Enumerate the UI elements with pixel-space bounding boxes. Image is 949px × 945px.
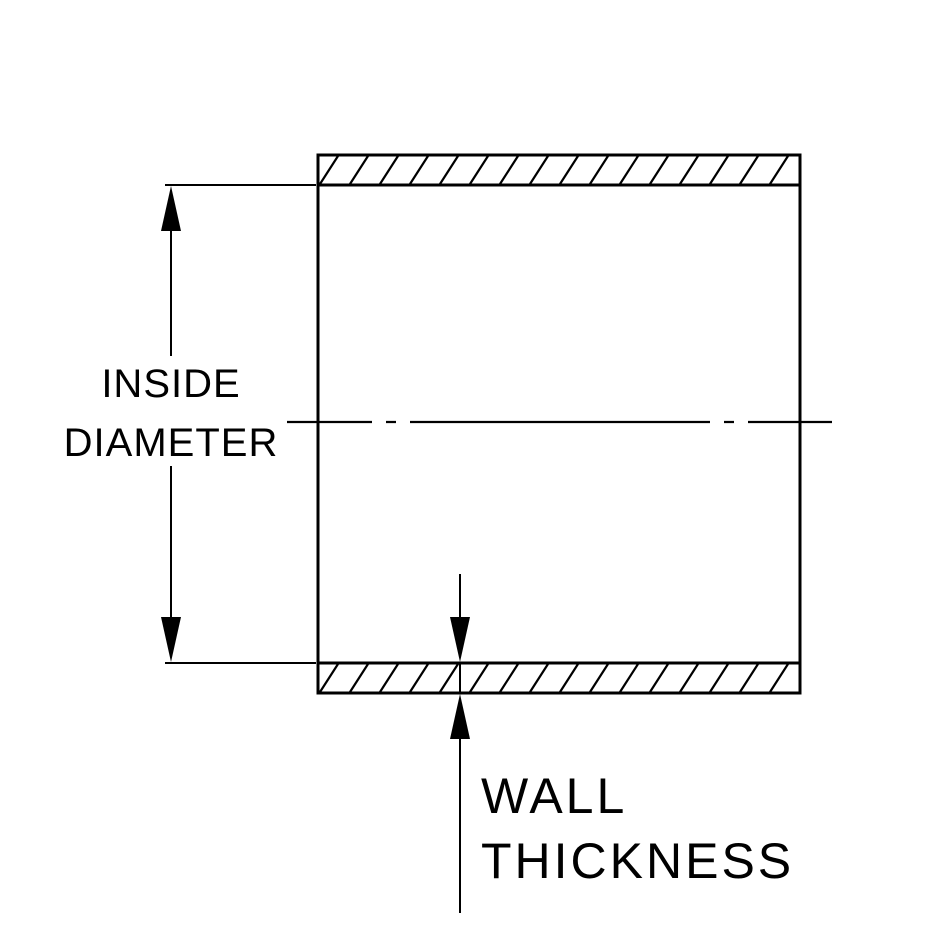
- wall-thickness-dimension: WALL THICKNESS: [450, 574, 794, 913]
- inside-diameter-label-line2: DIAMETER: [64, 421, 279, 465]
- arrow-up-icon: [450, 694, 470, 739]
- hatch-line: [589, 155, 609, 185]
- hatch-line: [439, 663, 459, 693]
- hatch-line: [679, 155, 699, 185]
- hatch-line: [589, 663, 609, 693]
- hatch-line: [559, 155, 579, 185]
- arrow-down-icon: [450, 617, 470, 662]
- hatch-line: [649, 663, 669, 693]
- hatch-line: [679, 663, 699, 693]
- hatch-line: [379, 155, 399, 185]
- hatch-line: [319, 663, 339, 693]
- hatch-line: [409, 663, 429, 693]
- hatch-line: [619, 155, 639, 185]
- wall-thickness-label-line1: WALL: [481, 768, 627, 824]
- hatch-line: [739, 663, 759, 693]
- top-wall-hatching: [319, 155, 789, 185]
- tube-cross-section: [287, 153, 832, 695]
- hatch-line: [499, 663, 519, 693]
- bottom-wall-hatching: [319, 663, 789, 693]
- hatch-line: [499, 155, 519, 185]
- hatch-line: [319, 155, 339, 185]
- arrow-up-icon: [161, 186, 181, 231]
- hatch-line: [709, 155, 729, 185]
- hatch-line: [469, 155, 489, 185]
- hatch-line: [619, 663, 639, 693]
- hatch-line: [769, 663, 789, 693]
- hatch-line: [469, 663, 489, 693]
- hatch-line: [739, 155, 759, 185]
- hatch-line: [439, 155, 459, 185]
- arrow-down-icon: [161, 617, 181, 662]
- inside-diameter-label-line1: INSIDE: [101, 362, 240, 406]
- wall-thickness-label-line2: THICKNESS: [481, 833, 794, 889]
- hatch-line: [649, 155, 669, 185]
- hatch-line: [529, 155, 549, 185]
- hatch-line: [559, 663, 579, 693]
- hatch-line: [409, 155, 429, 185]
- hatch-line: [349, 663, 369, 693]
- hatch-line: [769, 155, 789, 185]
- hatch-line: [529, 663, 549, 693]
- tube-body-outline: [316, 153, 802, 695]
- hatch-line: [349, 155, 369, 185]
- hatch-line: [379, 663, 399, 693]
- inside-diameter-dimension: INSIDE DIAMETER: [64, 184, 316, 664]
- hatch-line: [709, 663, 729, 693]
